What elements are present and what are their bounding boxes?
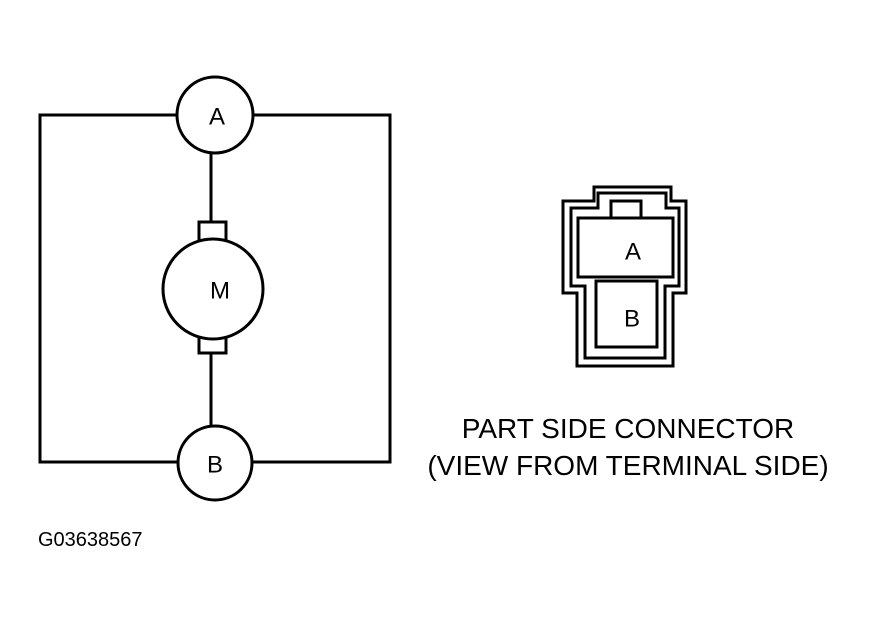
connector-caption-line2: (VIEW FROM TERMINAL SIDE) bbox=[427, 450, 828, 481]
terminal-b bbox=[176, 424, 254, 502]
terminal-a bbox=[175, 75, 255, 155]
figure-id: G03638567 bbox=[38, 529, 143, 551]
terminal-a-label: A bbox=[209, 104, 225, 131]
connector-pin-a bbox=[576, 216, 675, 279]
motor-symbol bbox=[161, 237, 265, 341]
terminal-b-label: B bbox=[207, 452, 223, 479]
connector-caption-line1: PART SIDE CONNECTOR bbox=[462, 413, 794, 444]
connector-pin-b bbox=[594, 279, 659, 349]
connector-pin-b-label: B bbox=[624, 306, 640, 333]
motor-label: M bbox=[210, 278, 230, 305]
connector-lock-tab bbox=[609, 199, 643, 221]
part-side-connector: A B bbox=[561, 185, 688, 368]
connector-pin-a-label: A bbox=[625, 239, 641, 266]
outer-wire-loop bbox=[38, 113, 392, 464]
motor-circuit: M A B bbox=[38, 75, 392, 502]
